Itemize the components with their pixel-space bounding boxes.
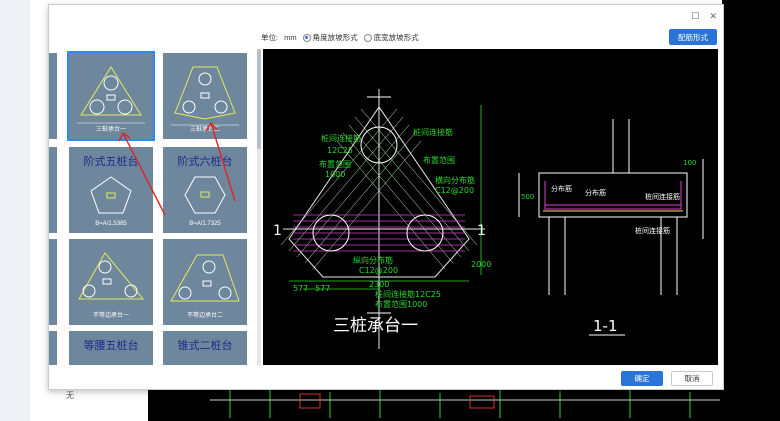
section-label-dist: 分布筋 [551, 184, 572, 193]
app-top-strip [30, 0, 722, 4]
window-controls: ☐ ✕ [691, 11, 717, 22]
thumb-caption: 三桩承台二 [189, 127, 220, 133]
cad-background-drawing [210, 390, 720, 418]
section-mark-left: 1 [273, 223, 282, 239]
dim-577-b: 577 [315, 284, 330, 293]
property-value-none: 无 [66, 391, 74, 400]
section-label-pile-link: 桩间连接筋 [645, 192, 680, 201]
thumb-cone-two-pile[interactable]: 锥式二桩台 [163, 331, 247, 365]
cap-type-list: 三桩承台一 三桩承台二 阶式五桩台 B=A/1.5385 阶式六桩台 [49, 49, 255, 365]
radio-checked-icon [302, 33, 311, 42]
dim-2300: 2300 [369, 280, 389, 289]
thumb-clipped[interactable] [49, 239, 57, 325]
plan-label-long-spec: C12@200 [359, 266, 398, 275]
unit-label: 单位: [261, 33, 279, 42]
unit-value: mm [284, 33, 297, 42]
list-scrollbar[interactable] [257, 49, 261, 365]
radio-angle-slope[interactable]: 角度放坡形式 [302, 32, 358, 43]
cad-preview-drawing: 桩间连接筋 12C25 布置范围 1000 桩间连接筋 布置范围 横向分布筋 C… [273, 89, 704, 349]
thumb-unequal-cap-2[interactable]: 不等边承台二 [163, 239, 247, 325]
cad-preview: 桩间连接筋 12C25 布置范围 1000 桩间连接筋 布置范围 横向分布筋 C… [263, 49, 718, 365]
thumb-stepped-five-pile[interactable]: 阶式五桩台 B=A/1.5385 [69, 147, 153, 233]
unit-toolbar: 单位: mm 角度放坡形式 底宽放坡形式 [261, 32, 419, 43]
section-mark-right: 1 [477, 223, 486, 239]
radio-angle-slope-label: 角度放坡形式 [312, 33, 358, 42]
thumb-three-pile-cap-1[interactable]: 三桩承台一 [67, 51, 155, 141]
three-pile-cap-2-icon [171, 66, 239, 126]
thumb-stepped-six-pile[interactable]: 阶式六桩台 B=A/1.7325 [163, 147, 247, 233]
unequal-cap-2-icon [170, 254, 240, 302]
plan-label-cross-spec: C12@200 [435, 186, 474, 195]
app-left-rail [0, 0, 30, 421]
ok-button[interactable]: 确定 [621, 371, 663, 386]
rebar-config-button[interactable]: 配筋形式 [669, 29, 717, 45]
thumb-caption: B=A/1.5385 [95, 221, 127, 227]
thumb-clipped[interactable] [49, 53, 57, 139]
radio-unchecked-icon [363, 33, 372, 42]
thumb-title: 等腰五桩台 [83, 340, 139, 352]
section-title: 1-1 [593, 317, 618, 335]
thumb-caption: 三桩承台一 [95, 127, 126, 133]
plan-title: 三桩承台一 [333, 316, 418, 335]
thumb-three-pile-cap-2[interactable]: 三桩承台二 [163, 53, 247, 139]
plan-label-long-dist: 纵向分布筋 [353, 255, 393, 265]
unequal-cap-icon [78, 252, 145, 300]
section-label-dist-2: 分布筋 [585, 188, 606, 197]
list-scrollbar-thumb[interactable] [257, 49, 261, 149]
thumb-caption: 不等边承台一 [92, 313, 129, 319]
cancel-button[interactable]: 取消 [671, 371, 713, 386]
plan-label-range-right: 布置范围 [423, 155, 455, 165]
thumb-clipped[interactable] [49, 147, 57, 233]
three-pile-cap-icon [77, 66, 145, 124]
plan-label-spec-top: 12C25 [327, 146, 353, 155]
thumb-caption: B=A/1.7325 [189, 221, 221, 227]
plan-label-pile-link: 桩间连接筋 [321, 133, 361, 143]
thumb-isosceles-five-pile[interactable]: 等腰五桩台 [69, 331, 153, 365]
maximize-icon[interactable]: ☐ [691, 11, 700, 21]
plan-label-bottom-range: 布置范围1000 [375, 299, 427, 309]
plan-label-range-left: 布置范围 [319, 159, 351, 169]
section-label-bottom-link: 桩间连接筋 [635, 226, 670, 235]
dim-2000-right: 2000 [471, 260, 491, 269]
thumb-title: 锥式二桩台 [177, 340, 233, 352]
thumb-caption: 不等边承台二 [186, 313, 223, 319]
plan-label-pile-link-right: 桩间连接筋 [413, 127, 453, 137]
thumb-clipped[interactable] [49, 331, 57, 365]
dim-577-a: 577 [293, 284, 308, 293]
radio-bottom-width-slope[interactable]: 底宽放坡形式 [363, 32, 419, 43]
radio-bottom-width-slope-label: 底宽放坡形式 [373, 33, 419, 42]
plan-label-cross-dist: 横向分布筋 [435, 175, 475, 185]
section-dim-100: 100 [683, 159, 696, 167]
close-icon[interactable]: ✕ [709, 11, 717, 21]
pile-cap-dialog: ☐ ✕ 单位: mm 角度放坡形式 底宽放坡形式 配筋形式 三桩承台一 [48, 4, 724, 390]
plan-label-bottom-link: 桩间连接筋12C25 [375, 289, 441, 299]
thumb-unequal-cap-1[interactable]: 不等边承台一 [69, 239, 153, 325]
section-dim-500: 500 [521, 193, 534, 201]
plan-label-range-top: 1000 [325, 170, 345, 179]
